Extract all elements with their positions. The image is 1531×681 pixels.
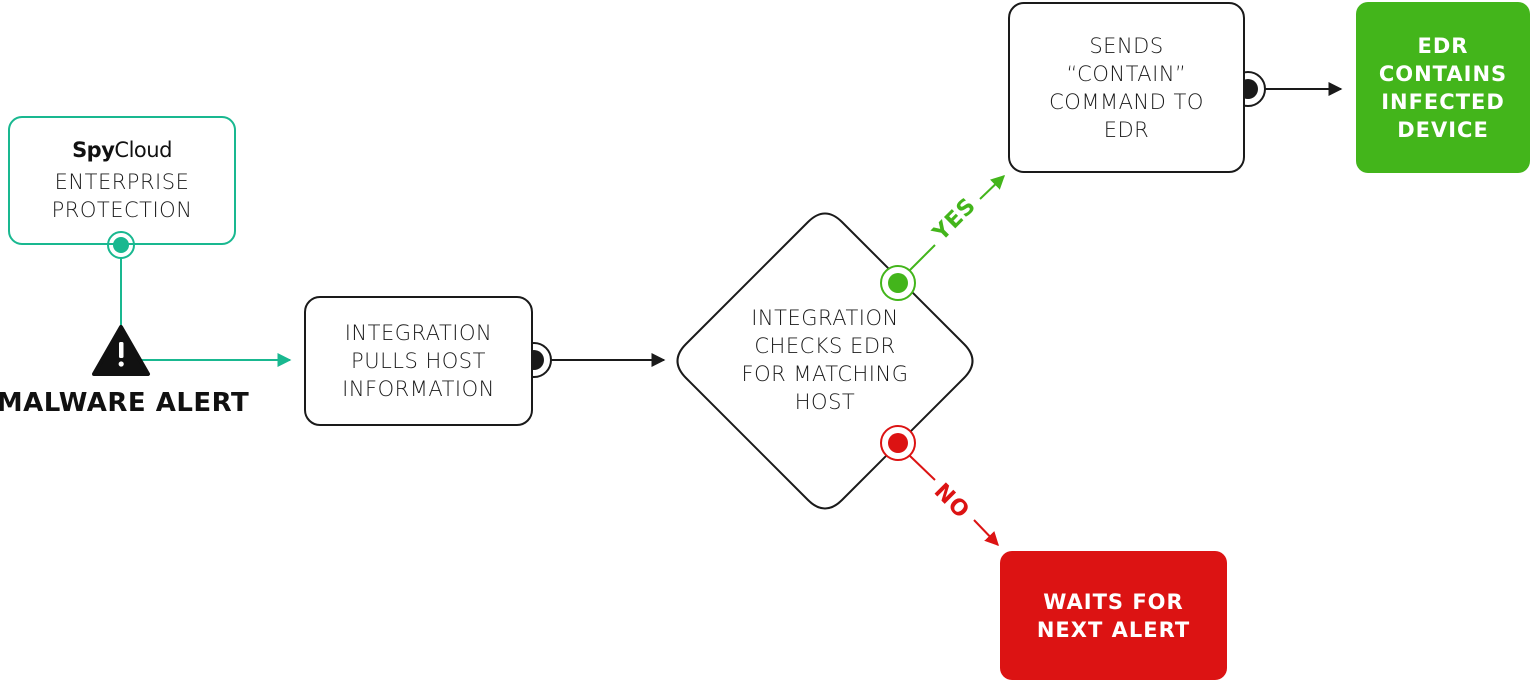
connector-dot-no [880,425,916,461]
connector-dot-yes [880,265,916,301]
connector-dot-spycloud [107,231,135,259]
waits-node-label-line1: WAITS FOR [1043,589,1184,614]
sends-contain-command-node: SENDS “CONTAIN” COMMAND TO EDR [1008,2,1245,173]
sends-node-label-line1: SENDS “CONTAIN” [1066,33,1187,86]
checks-edr-decision-node: INTEGRATION CHECKS EDR FOR MATCHING HOST [718,300,932,420]
pulls-node-label-line2: PULLS HOST [351,349,486,373]
edge-yes-segment-2 [979,175,1006,200]
edr-contains-device-node: EDR CONTAINS INFECTED DEVICE [1356,2,1530,173]
checks-node-label-line3: FOR MATCHING [741,362,909,386]
pulls-node-label-line3: INFORMATION [342,377,495,401]
warning-triangle-icon [92,325,150,376]
malware-alert-label: MALWARE ALERT [0,388,250,418]
contain-node-label-line4: DEVICE [1397,117,1489,142]
edge-yes-segment-1 [909,244,936,271]
sends-node-label-line2: COMMAND TO [1049,89,1204,114]
contain-node-label-line3: INFECTED [1381,89,1505,114]
waits-next-alert-node: WAITS FOR NEXT ALERT [1000,551,1227,680]
checks-node-label-line1: INTEGRATION [751,306,899,330]
checks-node-label-line4: HOST [794,390,856,414]
checks-node-label-line2: CHECKS EDR [754,334,896,358]
edge-no-segment-1 [909,455,936,481]
contain-node-label-line1: EDR [1417,33,1469,58]
spycloud-node-label-line2: PROTECTION [51,197,193,222]
spycloud-logo: SpyCloud [72,137,172,162]
pulls-node-label-line1: INTEGRATION [344,321,493,345]
sends-node-label-line3: EDR [1103,117,1150,142]
spycloud-enterprise-protection-node: SpyCloud ENTERPRISE PROTECTION [8,116,236,245]
spycloud-node-label-line1: ENTERPRISE [54,169,190,194]
waits-node-label-line2: NEXT ALERT [1036,617,1191,642]
edge-no-segment-2 [973,519,999,547]
contain-node-label-line2: CONTAINS [1378,61,1508,86]
pulls-host-information-node: INTEGRATION PULLS HOST INFORMATION [304,296,533,426]
